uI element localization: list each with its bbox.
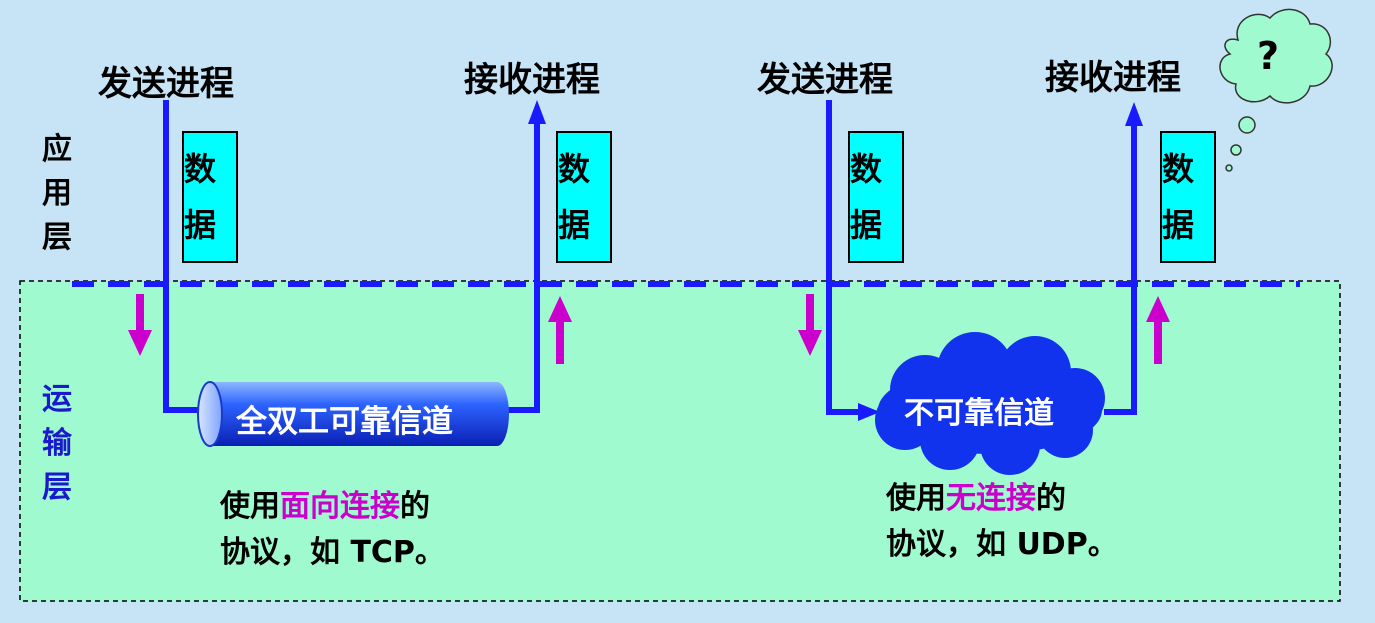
left-description-line1: 使用面向连接的 (220, 484, 445, 530)
left-data-box-sender: 数据 (182, 131, 238, 263)
left-receiver-arrowhead (528, 100, 546, 124)
left-sender-path (163, 100, 212, 413)
right-description: 使用无连接的 协议，如 UDP。 (886, 476, 1118, 568)
left-receiver-label: 接收进程 (464, 60, 600, 100)
right-sender-arrowhead (858, 403, 880, 421)
desc-suffix: 的 (1036, 481, 1066, 516)
thought-bubble (1219, 8, 1333, 172)
left-description-line2: 协议，如 TCP。 (220, 535, 445, 570)
data-box-text: 数据 (1162, 150, 1195, 244)
desc-prefix: 使用 (220, 489, 280, 524)
left-data-box-receiver: 数据 (556, 131, 612, 263)
right-data-box-sender: 数据 (848, 131, 904, 263)
right-sender-label: 发送进程 (757, 60, 893, 100)
unreliable-channel-cloud (875, 332, 1105, 475)
right-up-arrow (1146, 296, 1170, 364)
left-sender-label: 发送进程 (98, 64, 234, 104)
right-receiver-label: 接收进程 (1045, 58, 1181, 98)
desc-highlight: 面向连接 (280, 489, 400, 524)
left-down-arrow (128, 294, 152, 356)
right-sender-path (826, 100, 862, 415)
right-receiver-path (1104, 122, 1137, 415)
reliable-channel-pipe (197, 381, 509, 447)
right-down-arrow (798, 294, 822, 356)
data-box-text: 数据 (558, 150, 591, 244)
reliable-channel-label: 全双工可靠信道 (236, 404, 453, 440)
desc-highlight: 无连接 (946, 481, 1036, 516)
right-receiver-arrowhead (1125, 102, 1143, 126)
desc-suffix: 的 (400, 489, 430, 524)
application-layer-label: 应用层 (42, 132, 72, 255)
desc-prefix: 使用 (886, 481, 946, 516)
right-data-box-receiver: 数据 (1160, 131, 1216, 263)
right-description-line1: 使用无连接的 (886, 476, 1118, 522)
data-box-text: 数据 (850, 150, 883, 244)
left-up-arrow (548, 296, 572, 364)
data-box-text: 数据 (184, 150, 217, 244)
unreliable-channel-label: 不可靠信道 (904, 396, 1054, 431)
thought-bubble-question-mark: ? (1257, 34, 1280, 78)
transport-layer-label: 运输层 (42, 382, 72, 505)
left-description: 使用面向连接的 协议，如 TCP。 (220, 484, 445, 576)
left-receiver-path (496, 120, 540, 413)
right-description-line2: 协议，如 UDP。 (886, 527, 1118, 562)
